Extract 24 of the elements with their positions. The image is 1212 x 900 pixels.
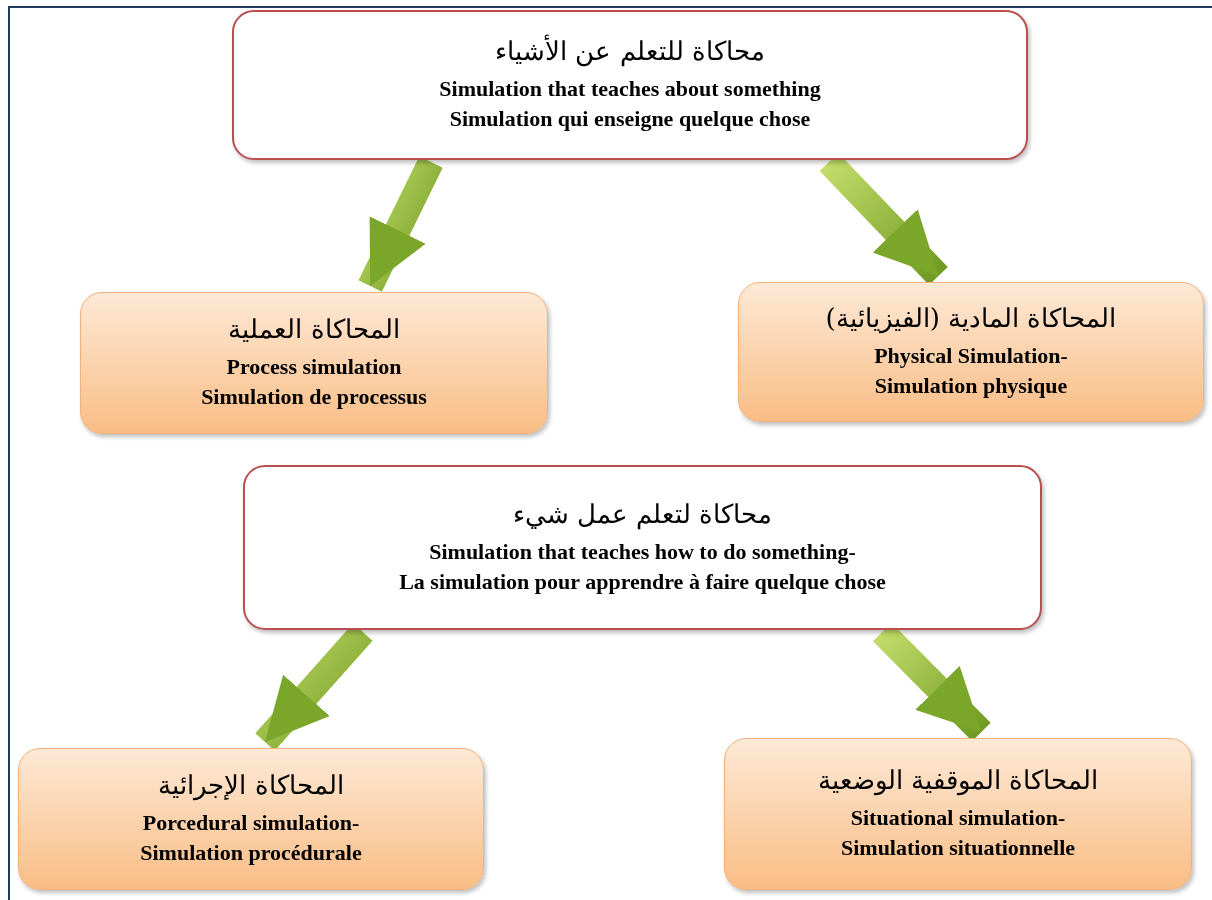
label-text: Simulation procédurale — [140, 839, 362, 867]
label-text: Simulation physique — [874, 372, 1068, 400]
arabic-title: المحاكاة المادية (الفيزيائية) — [825, 303, 1117, 334]
arabic-title: المحاكاة الإجرائية — [158, 770, 344, 801]
arabic-title: محاكاة لتعلم عمل شيء — [512, 498, 773, 529]
label-text: Simulation that teaches how to do something- — [429, 537, 856, 566]
type-box — [738, 282, 1204, 422]
label-text: Situational simulation- — [850, 804, 1066, 833]
category-box — [232, 10, 1028, 160]
label-text: Simulation qui enseigne quelque chose — [449, 105, 811, 133]
arabic-title: المحاكاة الموقفية الوضعية — [817, 765, 1099, 796]
category-box — [243, 465, 1042, 630]
label-text: Simulation situationnelle — [840, 834, 1076, 862]
label-text: Physical Simulation- — [874, 342, 1068, 371]
arabic-title: المحاكاة العملية — [228, 314, 400, 345]
arabic-title: محاكاة للتعلم عن الأشياء — [495, 36, 765, 67]
type-box — [18, 748, 484, 890]
label-text: Simulation de processus — [201, 383, 427, 411]
type-box — [724, 738, 1192, 890]
label-text: La simulation pour apprendre à faire quelque chose — [399, 567, 886, 596]
label-text: Simulation that teaches about something — [439, 75, 821, 104]
label-text: Process simulation — [226, 353, 402, 382]
label-text: Porcedural simulation- — [142, 809, 360, 838]
type-box — [80, 292, 548, 434]
